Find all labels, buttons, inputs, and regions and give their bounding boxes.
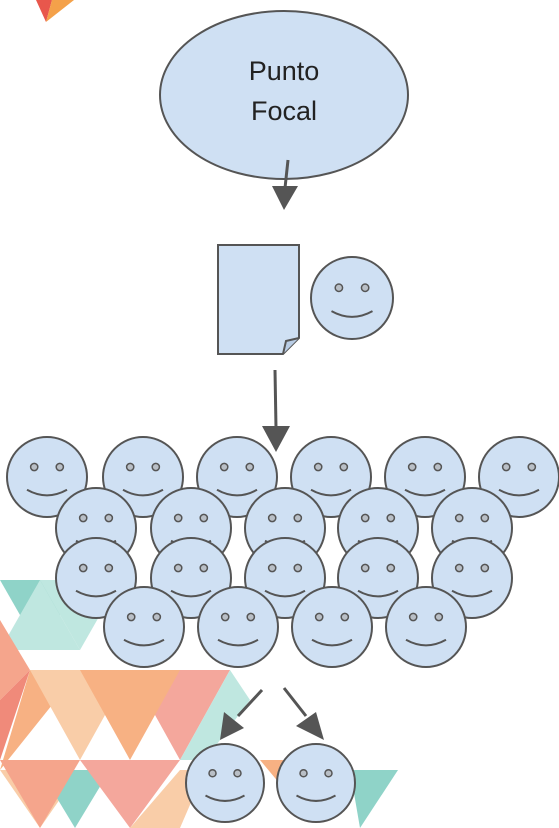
focal-point-ellipse [159, 10, 409, 180]
background-triangle-pattern [0, 580, 398, 828]
arrow-icon [262, 369, 290, 452]
smiley-face-icon [185, 743, 265, 823]
document-icon [217, 244, 300, 355]
arrow-icon [282, 687, 324, 740]
arrow-icon [220, 688, 264, 740]
logo-triangle-icon [36, 0, 74, 22]
arrow-icon [272, 159, 298, 210]
smiley-face-icon [291, 586, 373, 668]
smiley-face-icon [478, 436, 559, 518]
first-level-group [310, 256, 394, 340]
smiley-face-icon [103, 586, 185, 668]
smiley-face-icon [276, 743, 356, 823]
focal-point-node: Punto Focal [159, 10, 409, 180]
smiley-face-icon [102, 436, 184, 518]
focal-point-label-line2: Focal [251, 96, 317, 126]
smiley-face-icon [310, 256, 394, 340]
crowd-group [6, 436, 559, 668]
smiley-face-icon [385, 586, 467, 668]
smiley-face-icon [197, 586, 279, 668]
final-level-group [185, 743, 356, 823]
smiley-face-icon [384, 436, 466, 518]
smiley-face-icon [6, 436, 88, 518]
focal-point-label-line1: Punto [249, 56, 320, 86]
